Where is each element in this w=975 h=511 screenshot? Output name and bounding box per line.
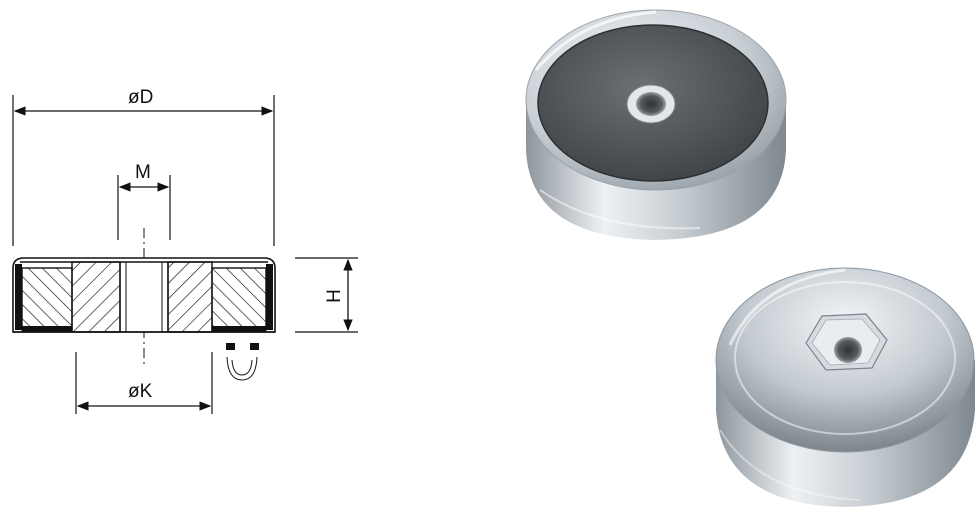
dimension-outer-diameter: øD <box>12 87 275 246</box>
dimension-height: H <box>295 257 358 333</box>
technical-drawing: øD M <box>12 87 358 414</box>
dimension-thread: M <box>117 162 171 240</box>
label-height: H <box>324 289 345 303</box>
label-outer-diameter: øD <box>128 87 153 108</box>
label-counterbore-diameter: øK <box>128 381 153 402</box>
dimension-counterbore-diameter: øK <box>75 352 213 414</box>
cross-section <box>12 257 276 333</box>
product-photo-top-view <box>525 9 787 240</box>
magnet-pole-icon <box>226 343 259 381</box>
label-thread: M <box>135 162 151 183</box>
product-photo-back-view <box>715 267 975 507</box>
